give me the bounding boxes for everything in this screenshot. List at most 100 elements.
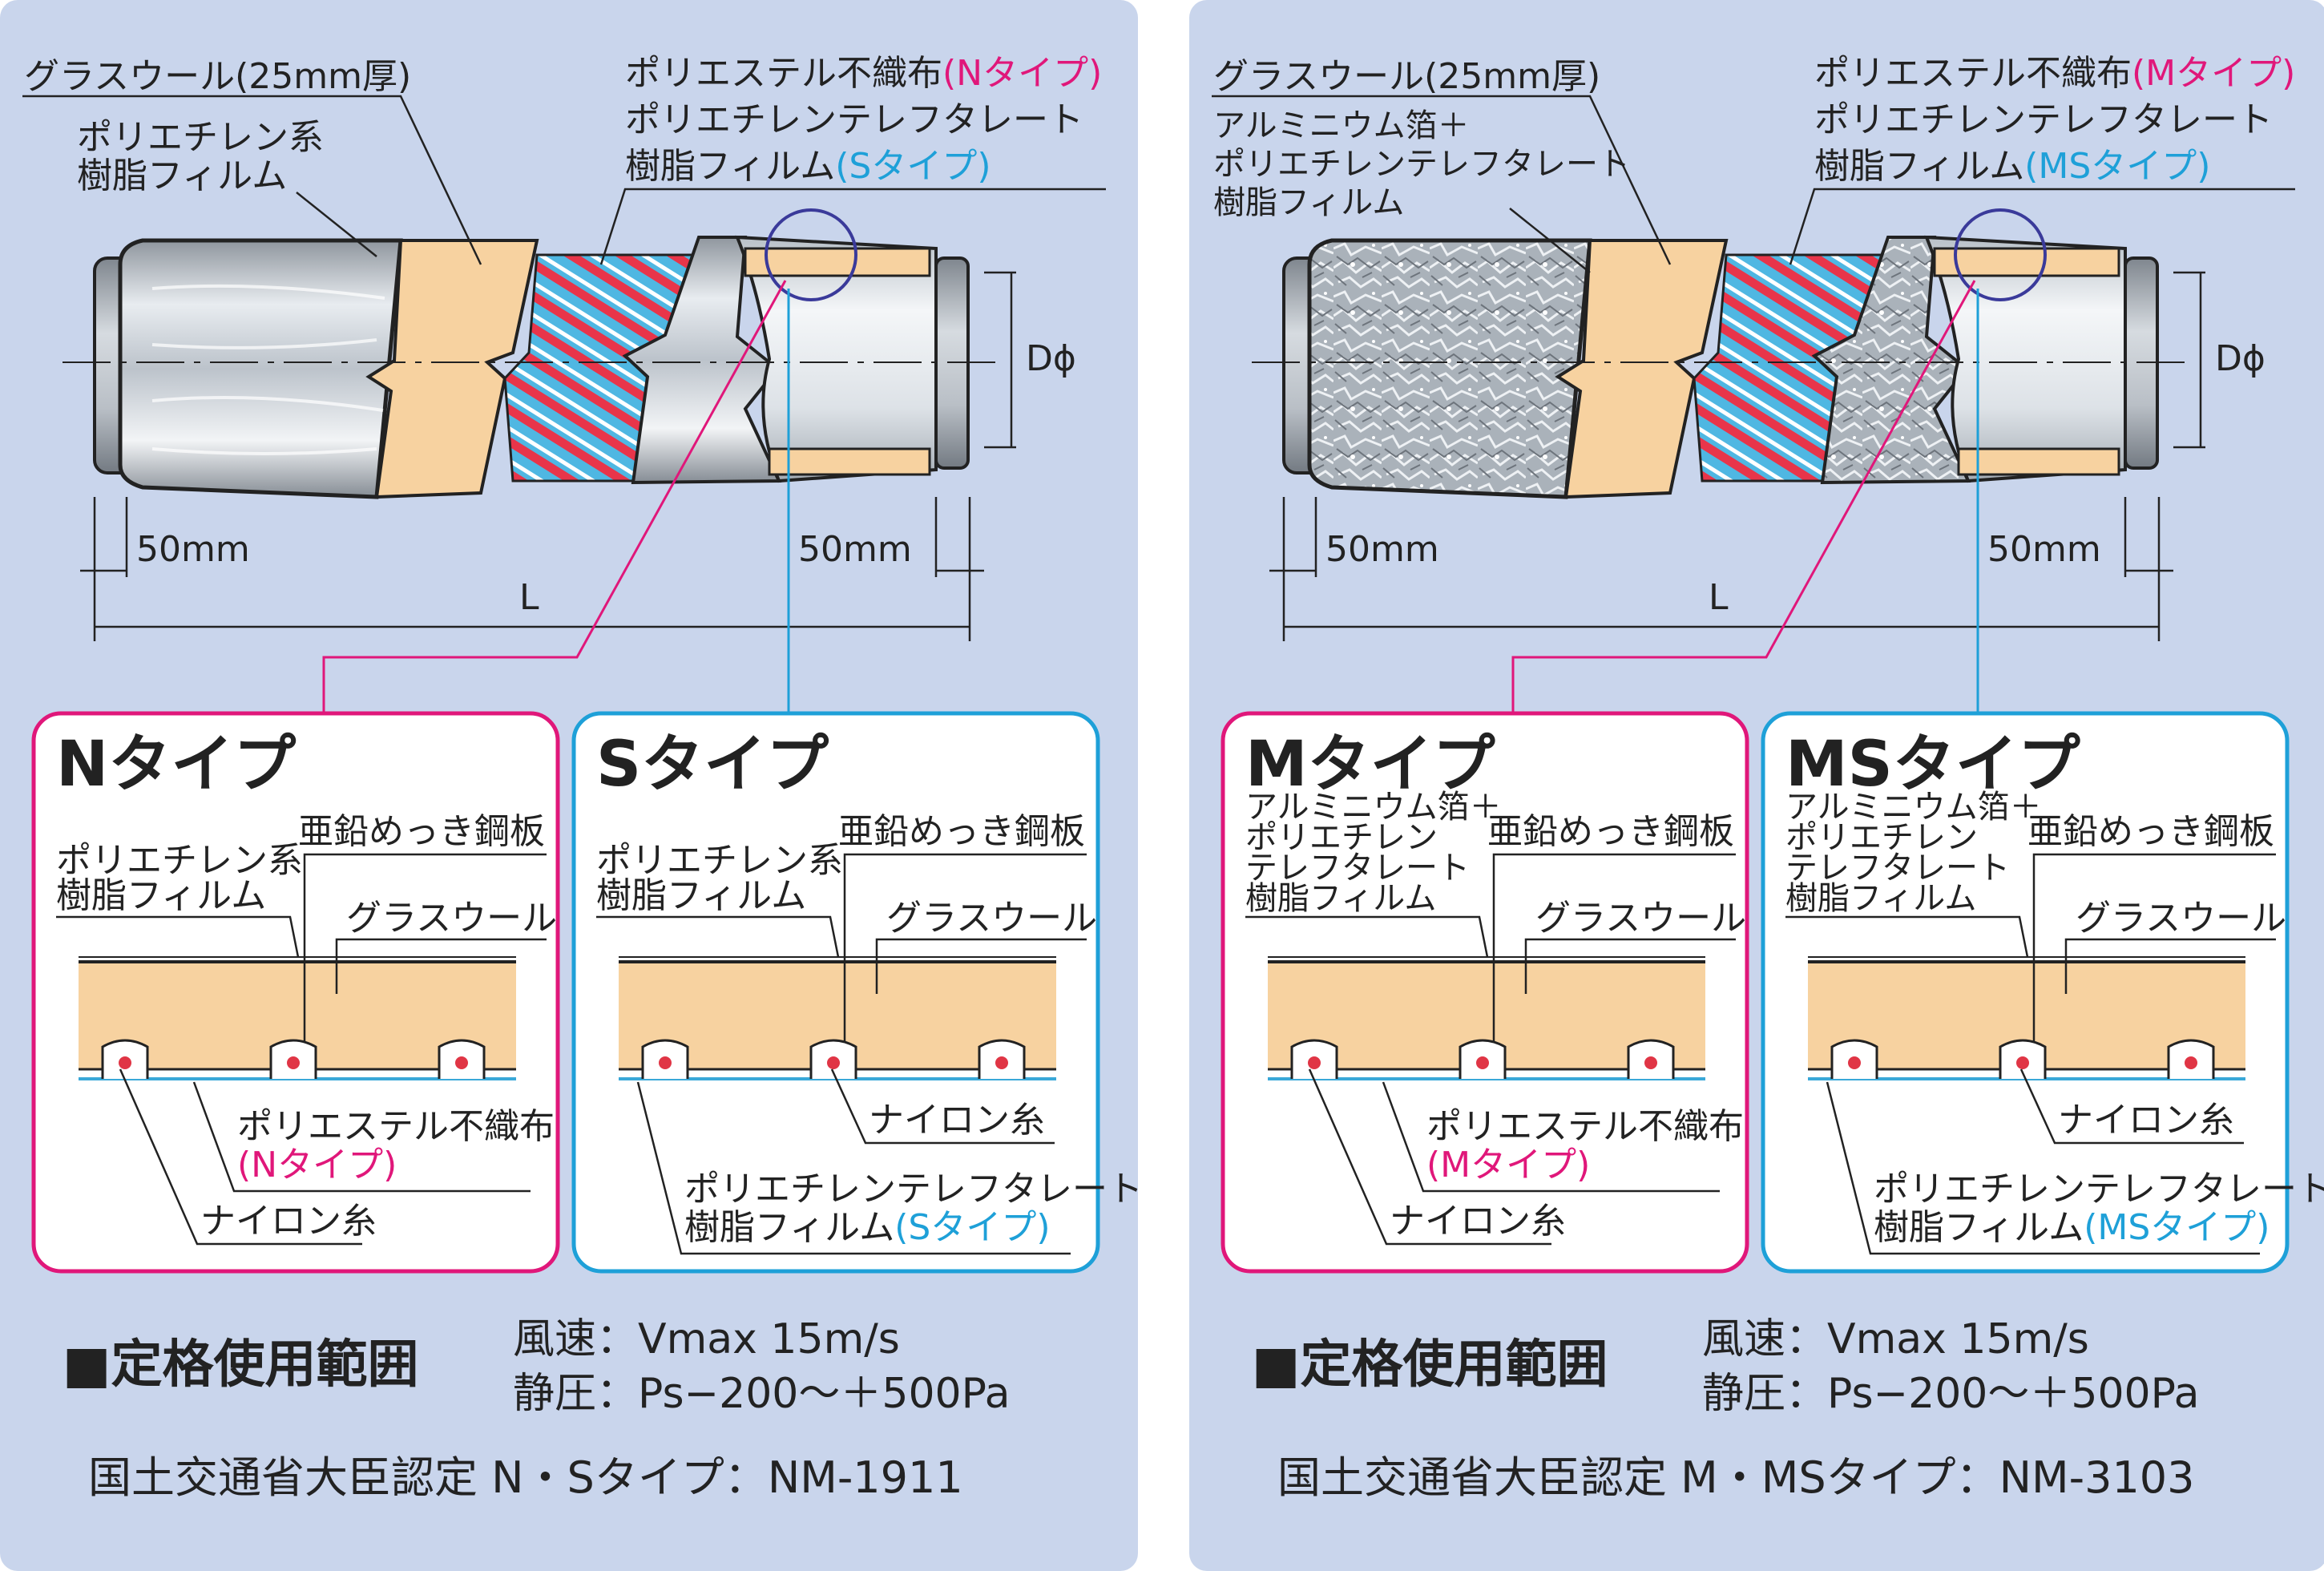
section-wool-label: グラスウール: [1535, 898, 1746, 939]
section-nylon-thread: [1644, 1056, 1657, 1069]
diameter-label: Dϕ: [2215, 338, 2265, 379]
duct-illustration: [1252, 208, 2189, 499]
section-steel-label: 亜鉛めっき鋼板: [298, 811, 545, 852]
section-inner-label: ポリエステル不織布(Nタイプ): [237, 1106, 555, 1185]
inner-layer-text: ポリエステル不織布: [625, 53, 942, 94]
cross-section-a: Mタイプアルミニウム箔＋ポリエチレンテレフタレート樹脂フィルム亜鉛めっき鋼板グラ…: [1221, 711, 1749, 1274]
dim-right-50mm: 50mm: [1987, 529, 2101, 570]
diameter-dimension-line: [2173, 271, 2205, 449]
leader-section-wool: [875, 938, 1087, 994]
inner-layer-text: 樹脂フィルム: [1814, 146, 2024, 187]
outer-film-jacket: [118, 238, 403, 499]
section-title: Mタイプ: [1245, 729, 1495, 801]
section-steel-label: 亜鉛めっき鋼板: [838, 811, 1085, 852]
label-outer-film-line: 樹脂フィルム: [77, 155, 287, 196]
section-inner-label-line: (Nタイプ): [237, 1145, 397, 1185]
section-wool-label: グラスウール: [2076, 898, 2286, 939]
label-outer-film-line: ポリエチレンテレフタレート: [1213, 146, 1630, 183]
section-film-label-line: 樹脂フィルム: [1785, 880, 1976, 917]
section-film-label-line: アルミニウム箔＋: [1245, 789, 1502, 826]
section-inner-label-line: 樹脂フィルム(MSタイプ): [1874, 1207, 2270, 1248]
inner-label-text: 樹脂フィルム: [684, 1207, 894, 1248]
label-outer-film-line: 樹脂フィルム: [1213, 184, 1404, 221]
inner-layer-type-tag: (Mタイプ): [2132, 53, 2295, 94]
label-glass-wool: グラスウール(25mm厚): [24, 56, 411, 97]
inner-layer-type-tag: (Nタイプ): [942, 53, 1102, 94]
connector-to-type-a: [322, 280, 787, 718]
leader-section-inner: [1826, 1081, 2260, 1255]
label-inner-layer-line: 樹脂フィルム(MSタイプ): [1814, 146, 2210, 187]
section-nylon-thread: [287, 1056, 300, 1069]
section-inner-label-line: ポリエステル不織布: [1426, 1106, 1744, 1147]
leader-outer-film: [1509, 208, 1591, 273]
label-inner-layer-line: ポリエステル不織布(Nタイプ): [625, 53, 1102, 94]
inner-label-type-tag: (Nタイプ): [237, 1145, 397, 1185]
inner-label-type-tag: (Sタイプ): [894, 1207, 1050, 1248]
section-nylon-thread: [2016, 1056, 2029, 1069]
label-inner-layer-line: ポリエチレンテレフタレート: [1814, 99, 2273, 140]
leader-section-nylon: [1308, 1068, 1551, 1246]
leader-inner-layer: [599, 188, 1106, 265]
section-inner-label-line: ポリエステル不織布: [237, 1106, 555, 1147]
inner-layer-text: ポリエステル不織布: [1814, 53, 2132, 94]
leader-section-inner: [1382, 1081, 1720, 1193]
inner-layer-type-tag: (MSタイプ): [2024, 146, 2210, 187]
section-nylon-thread: [455, 1056, 468, 1069]
leader-section-wool: [1524, 938, 1736, 994]
section-nylon-thread: [119, 1056, 131, 1069]
length-dimension-lines: [80, 497, 984, 641]
section-title: Nタイプ: [56, 729, 296, 801]
section-nylon-thread: [2185, 1056, 2197, 1069]
end-insulation-top: [744, 247, 931, 277]
length-dimension-lines: [1269, 497, 2173, 641]
section-nylon-label: ナイロン糸: [869, 1100, 1045, 1141]
section-film-label-line: ポリエチレン: [1785, 819, 1978, 856]
inner-label-text: ポリエチレンテレフタレート: [684, 1169, 1143, 1210]
section-inner-label-line: ポリエチレンテレフタレート: [1874, 1169, 2324, 1210]
inner-layer-text: 樹脂フィルム: [625, 146, 835, 187]
dim-length-label: L: [1709, 577, 1729, 618]
label-outer-film-line: ポリエチレン系: [77, 117, 324, 158]
glass-wool-layer: [1555, 239, 1729, 499]
end-insulation-top: [1933, 247, 2120, 277]
dim-left-50mm: 50mm: [136, 529, 250, 570]
leader-section-nylon: [830, 1068, 1055, 1145]
detail-magnifier-circle: [765, 208, 857, 301]
leader-section-film: [56, 915, 300, 958]
label-outer-film-line: アルミニウム箔＋: [1213, 107, 1470, 144]
spec-velocity: 風速：Vmax 15m/s: [1702, 1315, 2089, 1363]
leader-section-steel: [843, 853, 1087, 1042]
cross-section-a: Nタイプポリエチレン系樹脂フィルム亜鉛めっき鋼板グラスウールポリエステル不織布(…: [31, 711, 560, 1274]
dim-right-50mm: 50mm: [798, 529, 912, 570]
section-nylon-thread: [1848, 1056, 1861, 1069]
section-title: MSタイプ: [1785, 729, 2080, 801]
diameter-label: Dϕ: [1026, 338, 1076, 379]
glass-wool-layer: [365, 239, 539, 499]
section-film-label-line: ポリエチレン: [1245, 819, 1438, 856]
cross-section-b: Sタイプポリエチレン系樹脂フィルム亜鉛めっき鋼板グラスウールポリエチレンテレフタ…: [571, 711, 1143, 1274]
inner-label-text: ポリエステル不織布: [1426, 1106, 1744, 1147]
inner-label-text: ポリエステル不織布: [237, 1106, 555, 1147]
section-film-label-line: テレフタレート: [1245, 850, 1470, 886]
leader-section-film: [1785, 915, 2029, 958]
inner-label-type-tag: (MSタイプ): [2084, 1207, 2270, 1248]
leader-section-nylon: [2019, 1068, 2244, 1145]
leader-section-nylon: [119, 1068, 362, 1246]
inner-layer-text: ポリエチレンテレフタレート: [625, 99, 1083, 140]
leader-section-wool: [2064, 938, 2276, 994]
section-inner-label-line: 樹脂フィルム(Sタイプ): [684, 1207, 1051, 1248]
section-nylon-thread: [827, 1056, 840, 1069]
section-wool-label: グラスウール: [346, 898, 557, 939]
end-insulation-bottom: [1957, 447, 2120, 476]
certification-text: 国土交通省大臣認定 M・MSタイプ：NM-3103: [1277, 1452, 2195, 1503]
leader-section-film: [596, 915, 840, 958]
